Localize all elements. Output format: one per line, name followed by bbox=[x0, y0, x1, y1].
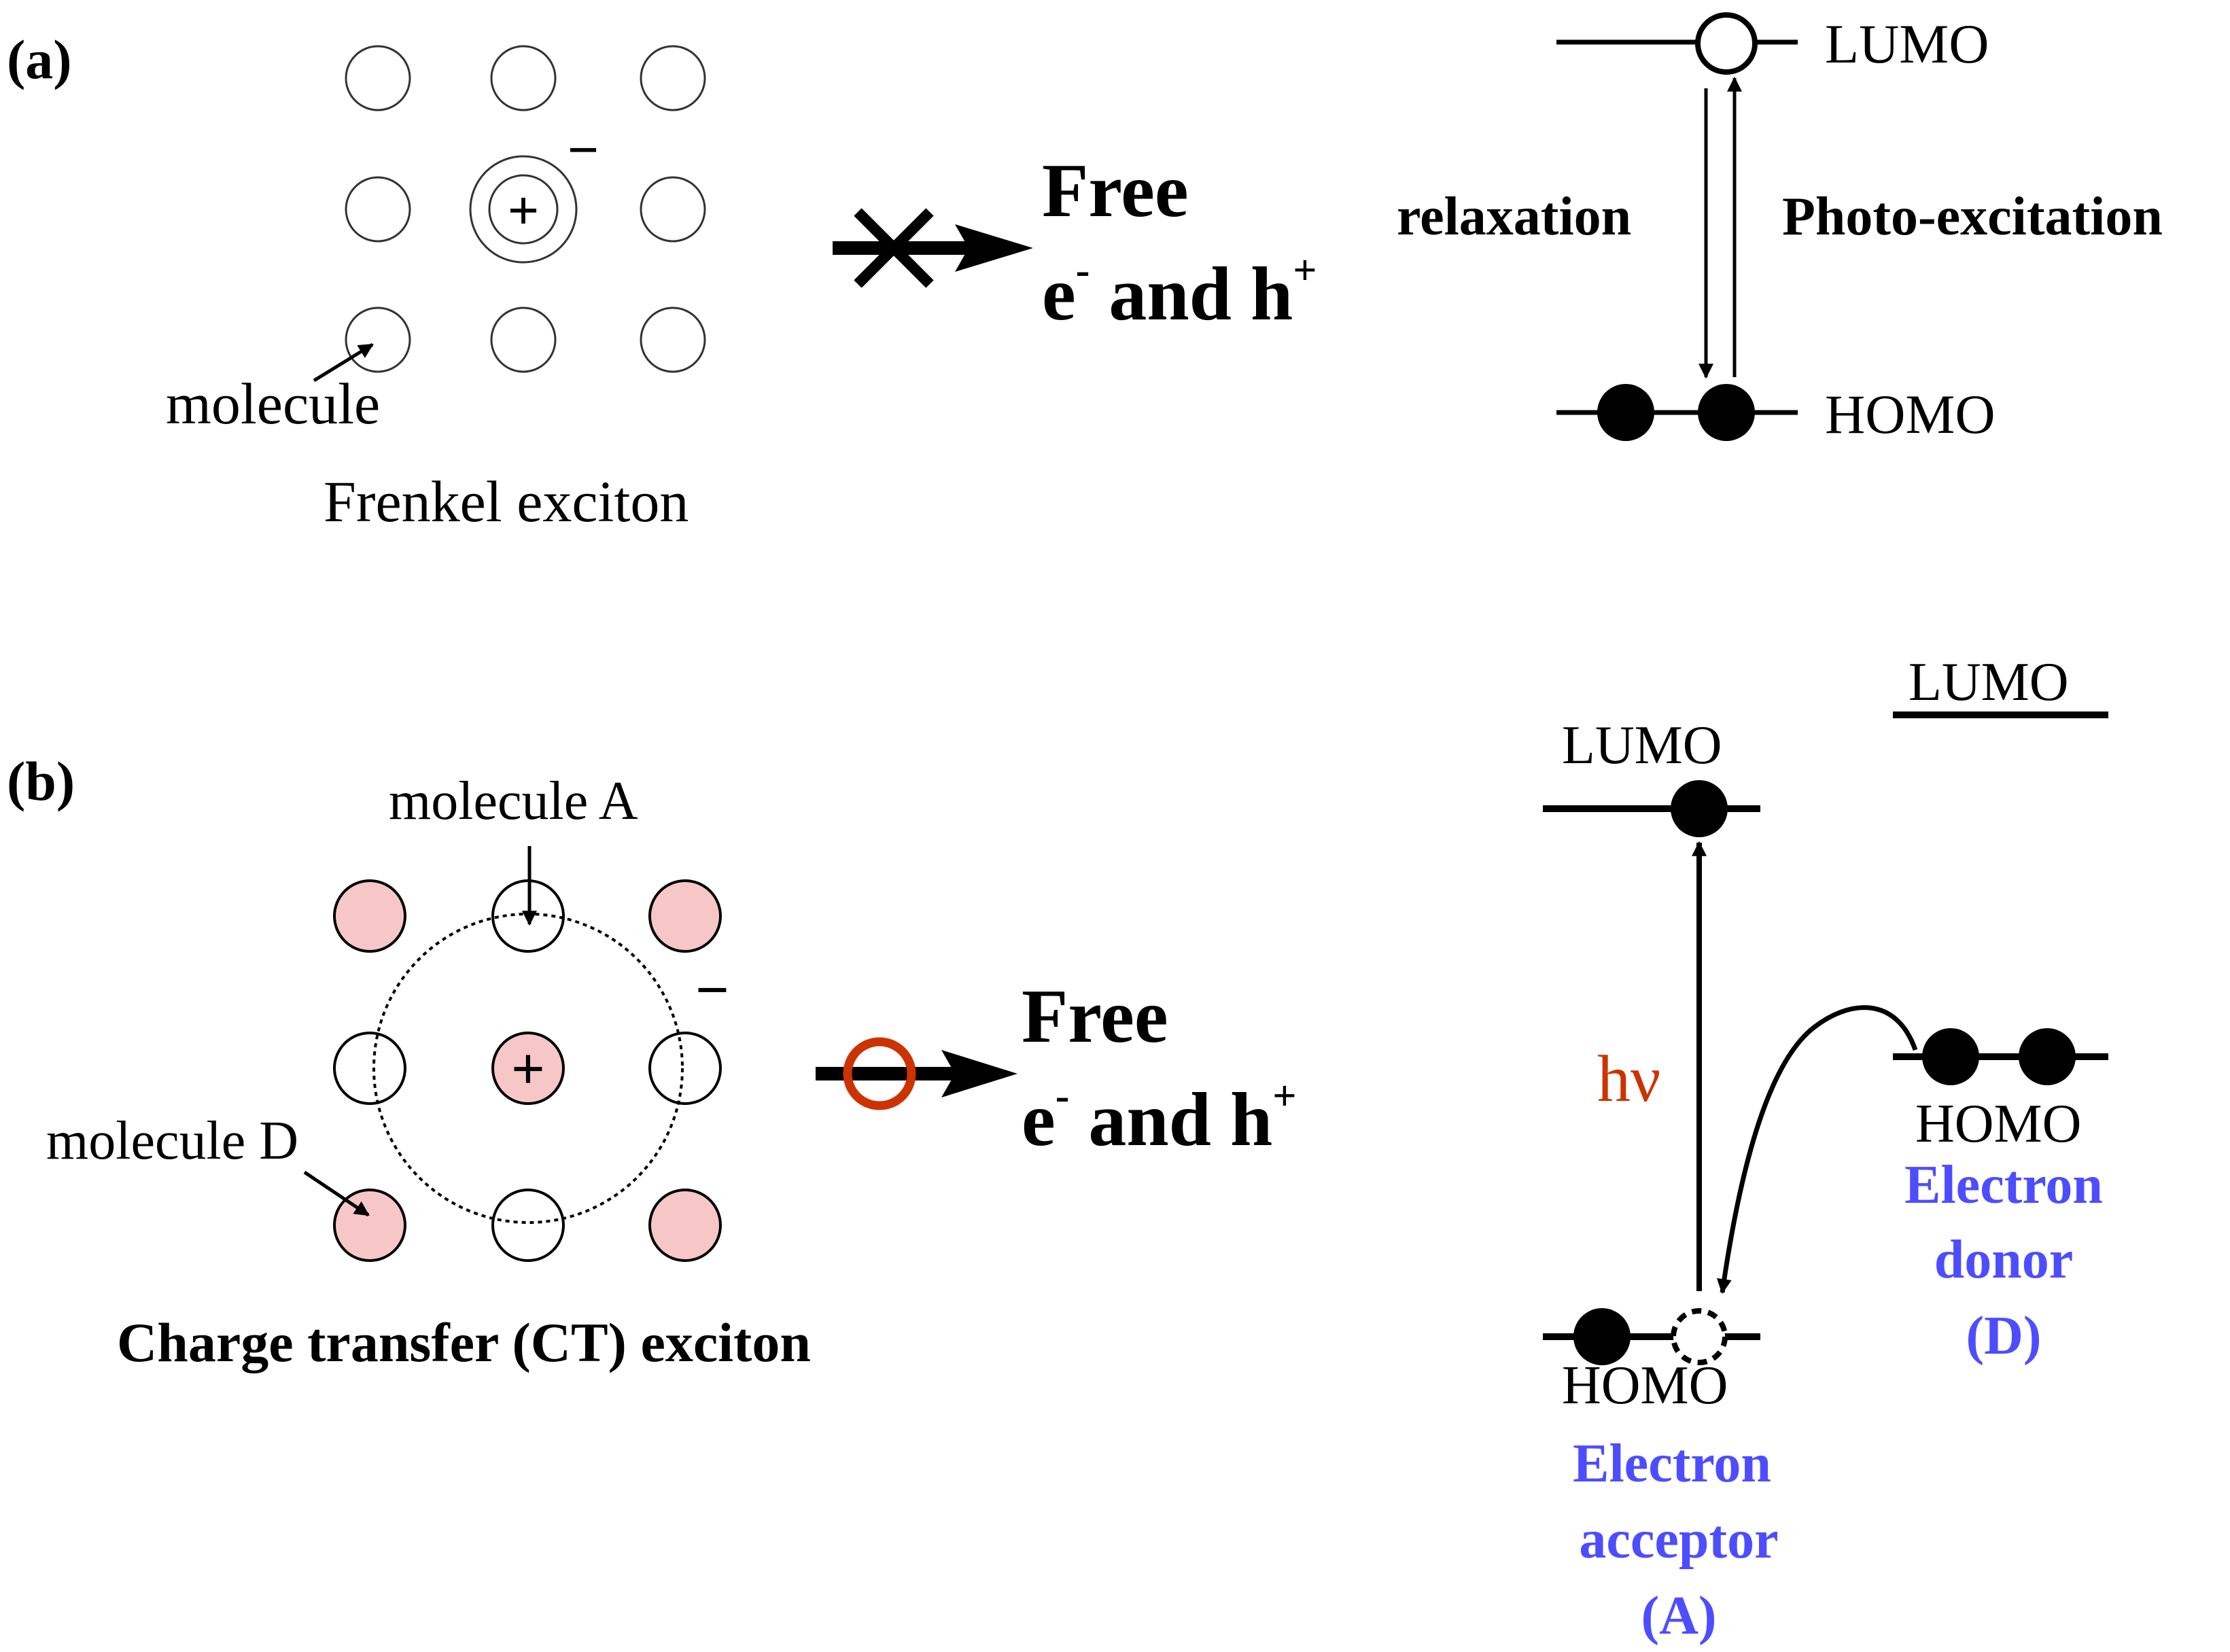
donor-homo-label: HOMO bbox=[1915, 1094, 2081, 1154]
molecule-a bbox=[648, 1032, 722, 1105]
photo-excitation-label: Photo-excitation bbox=[1782, 187, 2163, 247]
molecule-d bbox=[333, 879, 406, 953]
blocked-arrow-head bbox=[955, 224, 1033, 272]
molecule-d bbox=[648, 879, 722, 953]
frenkel-lattice bbox=[345, 45, 706, 373]
ct-center-plus-sign: + bbox=[511, 1036, 545, 1102]
acceptor-homo-electron bbox=[1573, 1308, 1631, 1365]
x-cross-icon bbox=[854, 208, 934, 288]
ct-electron-minus-sign: − bbox=[695, 957, 729, 1023]
molecule-d bbox=[333, 1189, 406, 1262]
molecule-label: molecule bbox=[166, 371, 380, 436]
donor-homo-electron-2 bbox=[2019, 1028, 2076, 1085]
panel-b: (b) + − molecule A molecule D Charge tra… bbox=[7, 652, 2108, 1646]
donor-title-line3: (D) bbox=[1966, 1306, 2041, 1366]
ct-exciton-label: Charge transfer (CT) exciton bbox=[117, 1312, 811, 1373]
blocked-arrow bbox=[833, 208, 1033, 288]
free-carriers-label-a: e- and h+ bbox=[1042, 247, 1317, 336]
molecule-pointer-arrow bbox=[313, 342, 374, 383]
homo-label-a: HOMO bbox=[1825, 383, 1996, 445]
acceptor-lumo-label: LUMO bbox=[1562, 716, 1722, 775]
acceptor-title-line1: Electron bbox=[1573, 1434, 1771, 1494]
lattice-molecule bbox=[345, 45, 411, 111]
hv-label: hν bbox=[1597, 1042, 1660, 1116]
donor-title-line2: donor bbox=[1934, 1230, 2074, 1290]
allowed-arrow-head bbox=[941, 1050, 1017, 1097]
donor-lumo-label: LUMO bbox=[1909, 652, 2069, 712]
molecule-d-pointer-arrow bbox=[303, 1170, 370, 1217]
molecule-a-label: molecule A bbox=[389, 771, 638, 831]
molecule-a bbox=[333, 1032, 406, 1105]
donor-title-line1: Electron bbox=[1904, 1155, 2103, 1215]
center-molecule bbox=[488, 174, 559, 245]
molecule-a bbox=[491, 1189, 565, 1262]
red-ring-icon bbox=[843, 1037, 916, 1110]
acceptor-title-line2: acceptor bbox=[1579, 1510, 1778, 1570]
hole-transfer-curved-arrow bbox=[1716, 1005, 1918, 1295]
lattice-molecule bbox=[345, 176, 411, 243]
panel-a-label: (a) bbox=[7, 29, 72, 90]
electron-minus-sign: − bbox=[568, 119, 599, 181]
relaxation-label: relaxation bbox=[1397, 187, 1631, 247]
acceptor-title-line3: (A) bbox=[1641, 1586, 1716, 1646]
lattice-molecule bbox=[490, 45, 557, 111]
molecule-d-label: molecule D bbox=[46, 1111, 298, 1171]
free-carriers-label-b: e- and h+ bbox=[1022, 1073, 1297, 1162]
donor-homo-electron-1 bbox=[1922, 1028, 1979, 1085]
allowed-arrow bbox=[816, 1037, 1017, 1110]
free-label-b: Free bbox=[1022, 974, 1168, 1059]
molecule-d bbox=[648, 1189, 722, 1262]
panel-b-label: (b) bbox=[7, 750, 75, 812]
homo-electron-1-a bbox=[1597, 384, 1654, 441]
lattice-molecule bbox=[345, 306, 411, 373]
lattice-molecule bbox=[640, 306, 706, 373]
lumo-label-a: LUMO bbox=[1825, 13, 1989, 75]
homo-electron-2-a bbox=[1698, 384, 1755, 441]
ct-lattice bbox=[333, 879, 722, 1262]
panel-a: (a) + − molecule Frenkel exciton bbox=[7, 12, 2163, 534]
lattice-molecule bbox=[490, 306, 557, 373]
acceptor-homo-hole bbox=[1671, 1308, 1728, 1365]
lattice-molecule bbox=[640, 45, 706, 111]
lumo-empty-state-a bbox=[1695, 12, 1758, 75]
lattice-molecule bbox=[640, 176, 706, 243]
acceptor-lumo-electron bbox=[1671, 780, 1728, 837]
free-label-a: Free bbox=[1042, 149, 1189, 233]
molecule-d-center bbox=[491, 1032, 565, 1105]
center-plus-sign: + bbox=[508, 179, 540, 241]
center-molecule-outer-ring bbox=[469, 155, 578, 264]
acceptor-homo-label: HOMO bbox=[1562, 1356, 1728, 1416]
frenkel-exciton-label: Frenkel exciton bbox=[324, 469, 689, 534]
